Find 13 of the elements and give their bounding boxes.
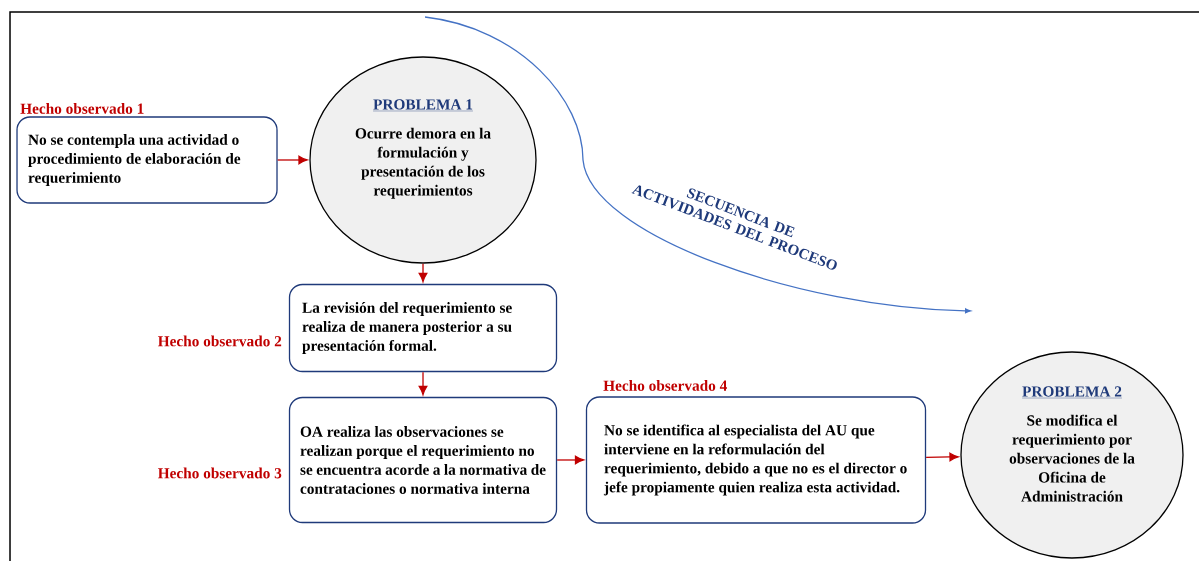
process-box: OA realiza las observaciones se realizan porque el requerimiento no se encuentra acorde a la normativa de contrataciones o normativa interna [288, 396, 558, 524]
observation-heading: Hecho observado 3 [158, 467, 282, 479]
process-box: La revisión del requerimiento se realiza de manera posterior a su presentación formal. [288, 283, 558, 373]
process-box: No se contempla una actividad o procedimiento de elaboración de requerimiento [16, 116, 278, 204]
arrow [556, 455, 585, 465]
arrow [925, 452, 959, 462]
arrow [277, 155, 308, 165]
arrow [418, 263, 428, 283]
observation-heading: Hecho observado 4 [603, 380, 727, 391]
observation-heading: Hecho observado 1 [20, 103, 144, 114]
observation-heading: Hecho observado 2 [158, 335, 282, 347]
arrow [418, 371, 428, 396]
process-box: No se identifica al especialista del AU que interviene en la reformulación del requerimiento, debido a que no es el director o jefe propiamente quien realiza esta actividad. [585, 396, 927, 524]
